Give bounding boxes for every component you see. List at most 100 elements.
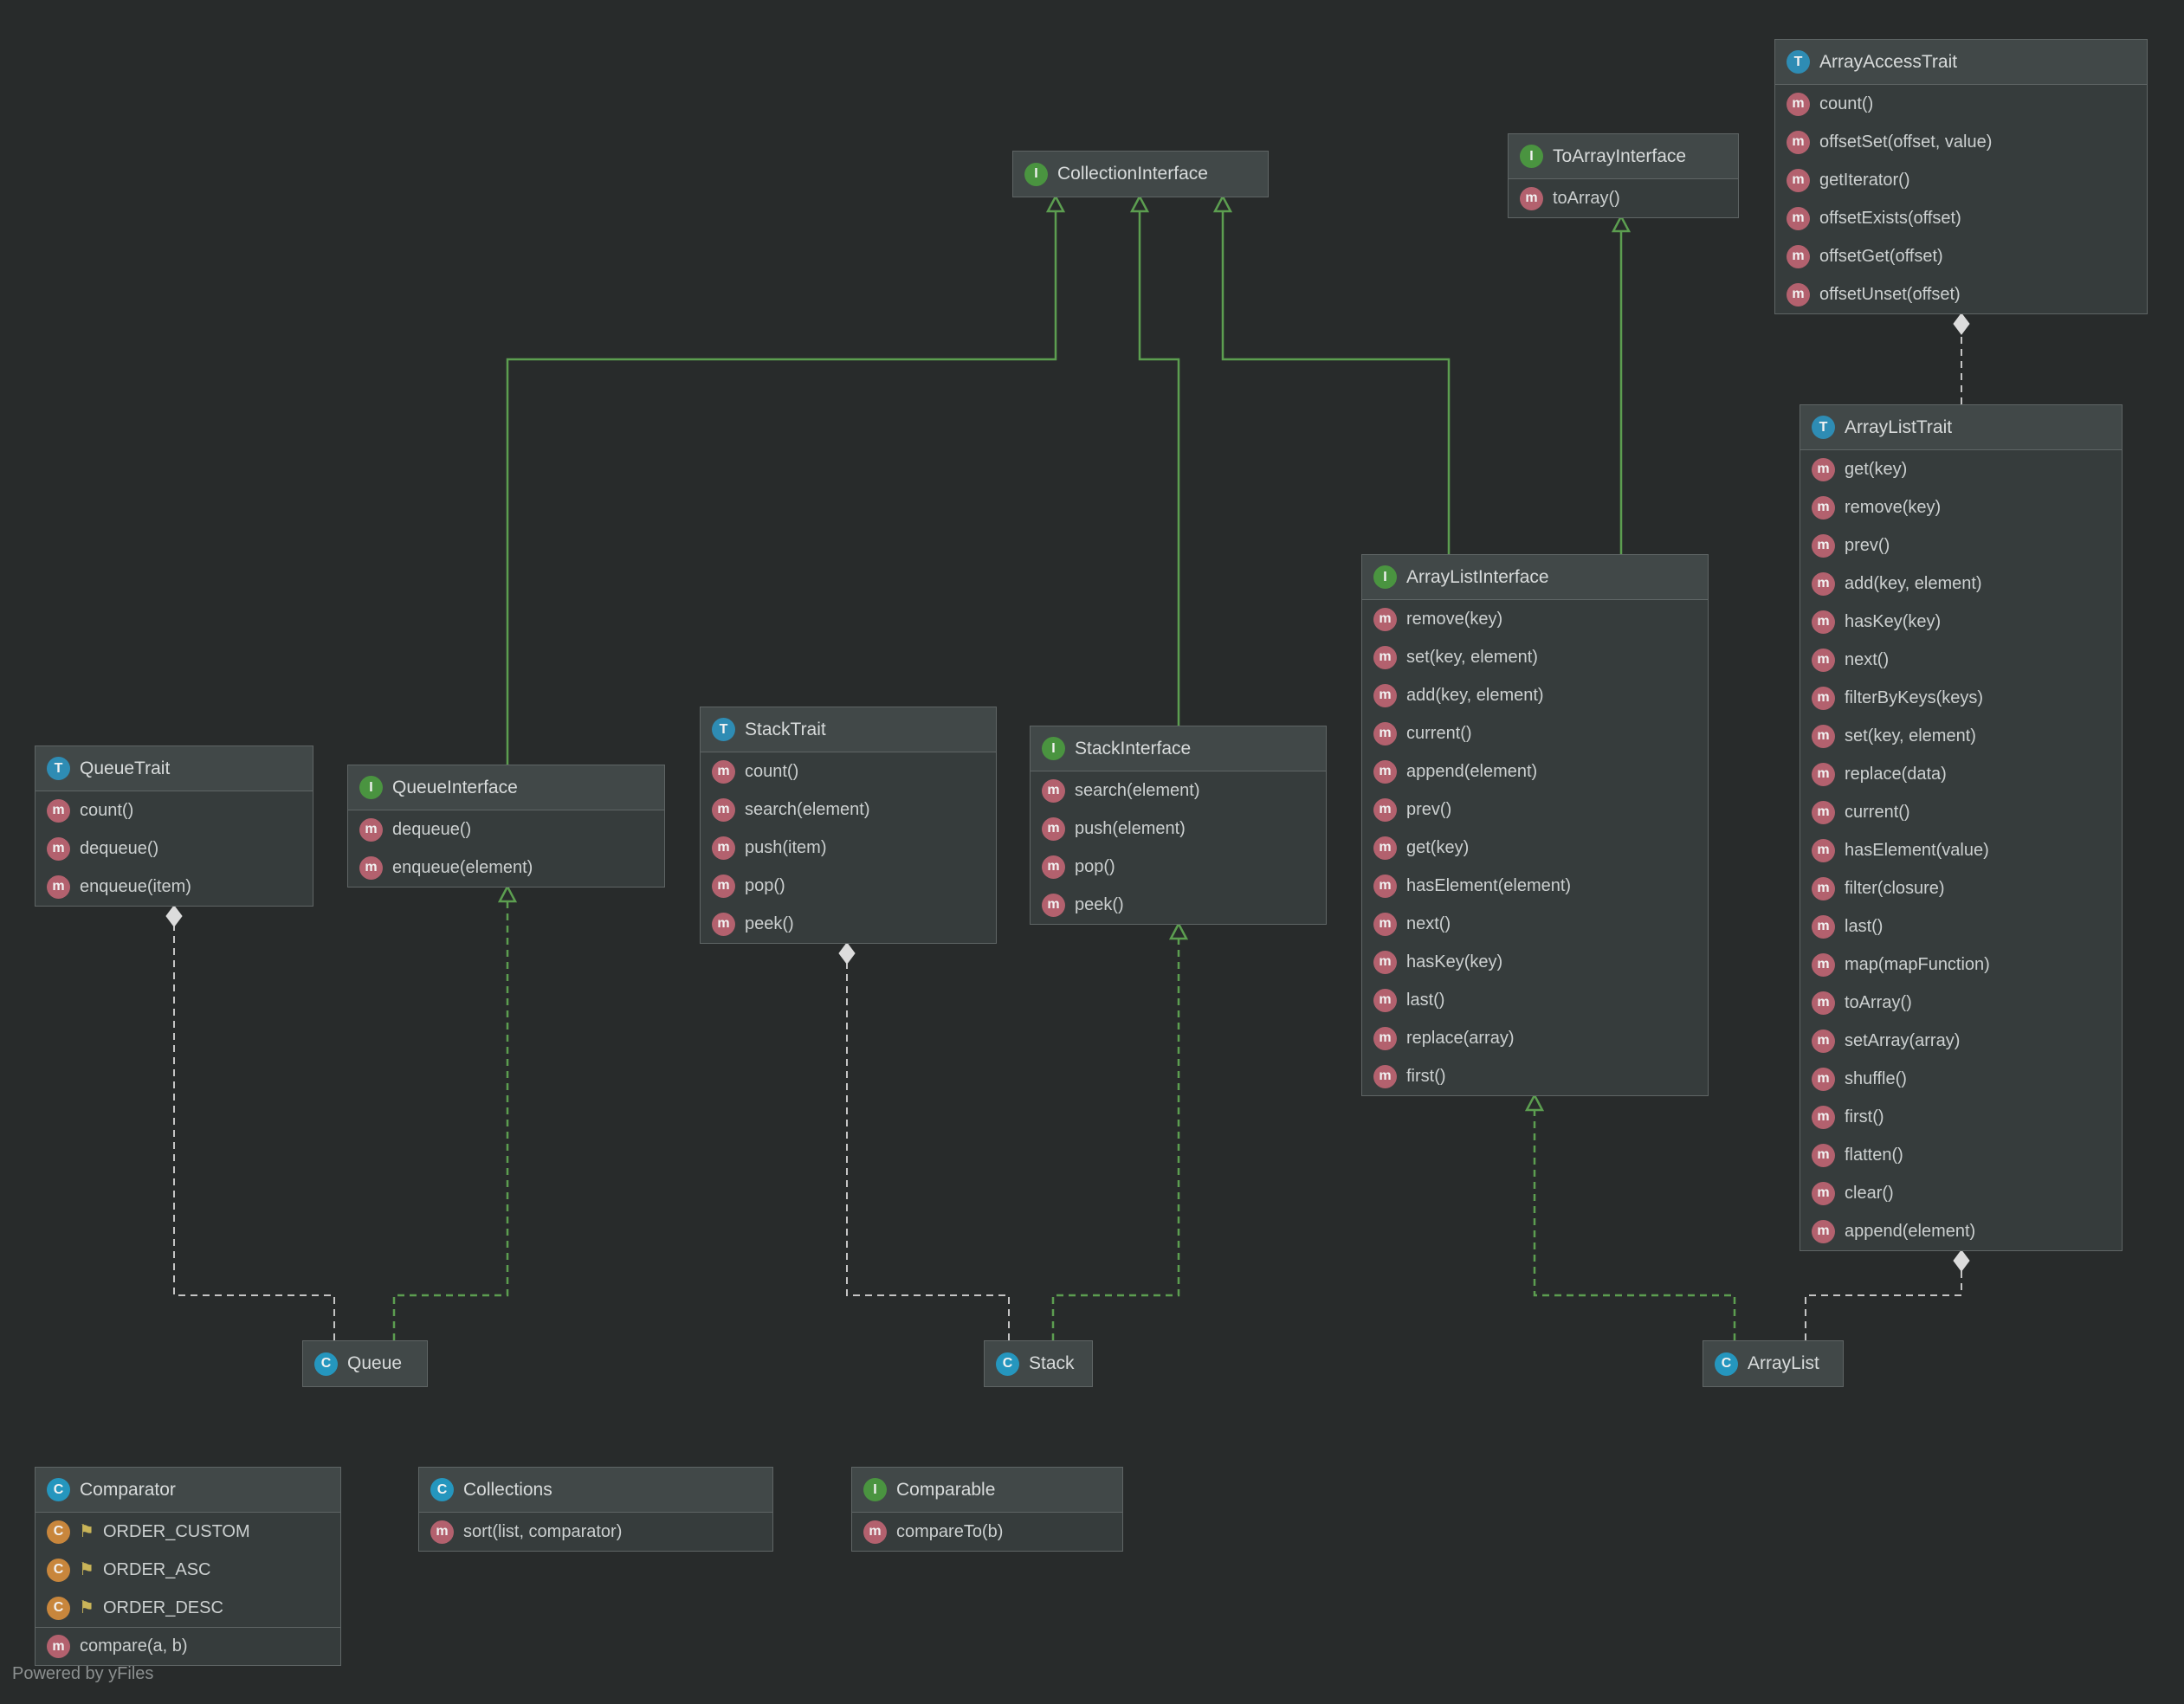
method-icon: m [1812, 1219, 1835, 1243]
node-title: Comparator [80, 1479, 176, 1500]
member-method: m search(element) [701, 791, 996, 829]
member-label: count() [745, 761, 799, 781]
interface-icon: I [863, 1478, 887, 1501]
trait-icon: T [712, 718, 735, 741]
class-icon: C [314, 1352, 338, 1376]
node-header: C Comparator [36, 1468, 340, 1513]
member-label: offsetUnset(offset) [1819, 284, 1961, 304]
node-header: I QueueInterface [348, 765, 664, 810]
node-stack[interactable]: C Stack [984, 1340, 1093, 1387]
member-label: map(mapFunction) [1845, 954, 1990, 974]
member-method: m sort(list, comparator) [419, 1513, 772, 1551]
node-title: ArrayList [1748, 1353, 1819, 1373]
method-icon: m [1520, 186, 1543, 210]
node-header: I StackInterface [1031, 726, 1326, 771]
member-label: get(key) [1406, 837, 1470, 857]
member-const: C⚑ORDER_CUSTOM [36, 1513, 340, 1551]
node-title: QueueInterface [392, 777, 518, 797]
method-icon: m [1787, 92, 1810, 116]
class-icon: C [47, 1478, 70, 1501]
member-method: m current() [1362, 714, 1708, 752]
method-icon: m [1812, 952, 1835, 977]
node-title: QueueTrait [80, 758, 171, 778]
interface-icon: I [1373, 565, 1397, 589]
member-label: current() [1406, 723, 1472, 743]
node-header: I CollectionInterface [1013, 152, 1268, 197]
member-label: append(element) [1406, 761, 1538, 781]
method-icon: m [1373, 912, 1397, 936]
method-icon: m [430, 1520, 454, 1544]
method-icon: m [712, 797, 735, 822]
method-icon: m [1812, 1067, 1835, 1091]
yfiles-watermark[interactable]: Powered by yFiles [12, 1664, 154, 1683]
node-title: Comparable [896, 1479, 996, 1500]
node-arraylist[interactable]: C ArrayList [1703, 1340, 1844, 1387]
edge-queue-implements-queueinterface [392, 900, 509, 1340]
method-icon: m [1812, 1105, 1835, 1129]
method-icon: m [1373, 721, 1397, 746]
class-icon: C [996, 1352, 1019, 1376]
method-icon: m [1373, 836, 1397, 860]
member-list: m sort(list, comparator) [419, 1513, 772, 1551]
method-icon: m [1373, 759, 1397, 784]
member-label: hasElement(value) [1845, 840, 1989, 860]
node-header: I ToArrayInterface [1509, 134, 1738, 179]
trait-icon: T [1787, 50, 1810, 74]
member-label: toArray() [1845, 992, 1912, 1012]
member-label: sort(list, comparator) [463, 1521, 623, 1541]
member-label: first() [1845, 1107, 1884, 1126]
method-icon: m [1812, 571, 1835, 596]
method-icon: m [1787, 282, 1810, 307]
member-label: dequeue() [80, 838, 159, 858]
diamond-queuetrait [165, 905, 183, 927]
member-label: dequeue() [392, 819, 472, 839]
node-title: Collections [463, 1479, 552, 1500]
node-collection-interface[interactable]: I CollectionInterface [1012, 151, 1269, 197]
method-icon: m [1042, 816, 1065, 841]
member-label: search(element) [745, 799, 870, 819]
node-queue[interactable]: C Queue [302, 1340, 428, 1387]
arrowhead-extends [1212, 194, 1233, 213]
member-label: prev() [1406, 799, 1452, 819]
diamond-stacktrait [838, 942, 856, 965]
class-icon: C [1715, 1352, 1738, 1376]
edge-arraylistinterface-extends-collectioninterface [1221, 210, 1451, 554]
interface-icon: I [1520, 145, 1543, 168]
arrowhead-implements [497, 884, 518, 903]
method-icon: m [1373, 607, 1397, 631]
node-title: ToArrayInterface [1553, 145, 1687, 166]
member-label: flatten() [1845, 1145, 1903, 1165]
